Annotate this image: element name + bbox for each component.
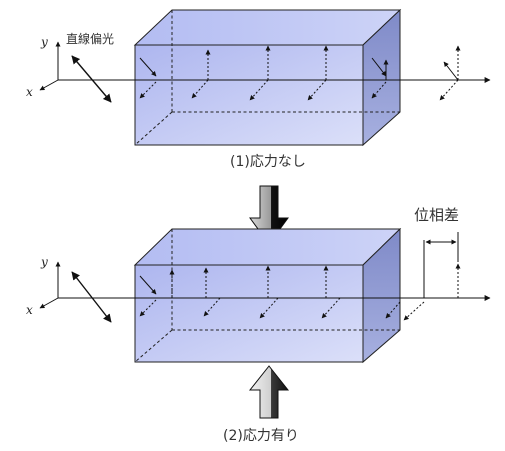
axes-top: y x [26, 35, 61, 99]
box-top-face-1 [133, 9, 402, 46]
box-top-face-2 [133, 228, 402, 266]
phase-difference-label: 位相差 [414, 206, 459, 224]
axes-bottom: y x [26, 255, 61, 317]
phase-difference-indicator [425, 232, 459, 262]
axis-y-label-bottom: y [40, 255, 48, 269]
scene-no-stress: y x 直線偏光 [26, 8, 491, 170]
caption-no-stress: (1)応力なし [230, 154, 306, 170]
axis-y-label-top: y [40, 35, 48, 49]
linear-polarization-label: 直線偏光 [66, 31, 114, 46]
compression-arrow-bottom [248, 365, 290, 419]
box-front-face-2 [134, 264, 364, 363]
box-hidden-edges-bottom [134, 229, 400, 363]
box-front-face-1 [134, 44, 364, 146]
output-polarization-bottom [403, 240, 461, 321]
input-polarization-arrow-bottom [71, 271, 112, 323]
scene-with-stress: y x [26, 206, 491, 444]
caption-with-stress: (2)応力有り [223, 428, 299, 444]
polarization-components-top [139, 45, 389, 101]
output-polarization-top [439, 45, 461, 101]
axis-x-label-bottom: x [26, 303, 33, 317]
axis-x-label-top: x [26, 85, 33, 99]
polarization-components-bottom [139, 265, 401, 319]
input-polarization-arrow [71, 55, 112, 103]
